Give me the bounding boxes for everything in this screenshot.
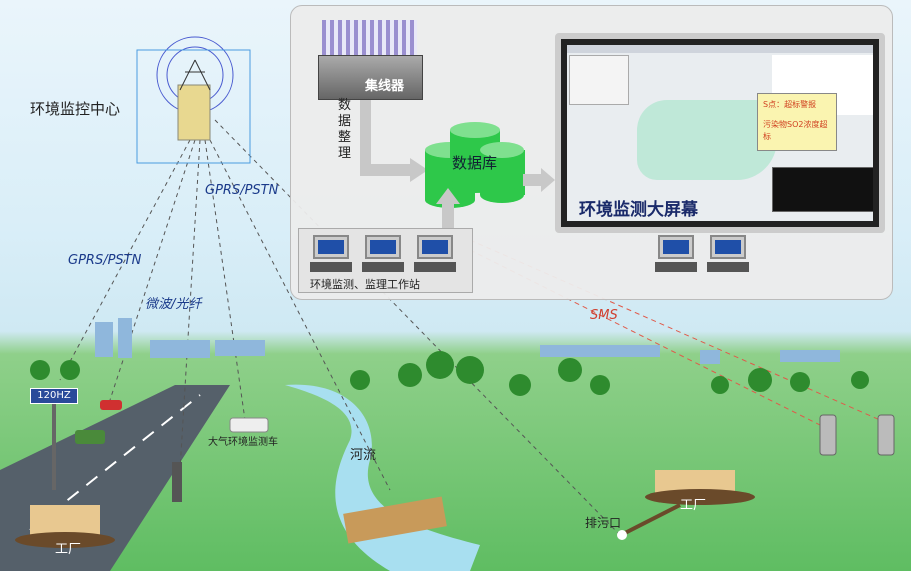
workstation-computer bbox=[362, 235, 404, 273]
monitor-vehicle-label: 大气环境监测车 bbox=[208, 437, 278, 448]
hub-ports bbox=[322, 20, 417, 56]
bridge bbox=[343, 496, 447, 544]
workstation-label: 环境监测、监理工作站 bbox=[310, 278, 420, 291]
center-title: 环境监控中心 bbox=[30, 100, 121, 118]
alert-line: S点：超标警报 bbox=[763, 100, 817, 109]
chimney bbox=[172, 462, 182, 502]
center-frame bbox=[136, 49, 251, 164]
big-screen: S点：超标警报 污染物SO2浓度超标 环境监测大屏幕 bbox=[555, 33, 885, 233]
factory-label: 工厂 bbox=[680, 498, 707, 513]
workstation-computer bbox=[414, 235, 456, 273]
buildings bbox=[95, 318, 840, 364]
link-label-gprs: GPRS/PSTN bbox=[205, 183, 279, 198]
database-icon bbox=[425, 122, 525, 208]
alert-box: S点：超标警报 污染物SO2浓度超标 bbox=[757, 93, 837, 151]
trees bbox=[30, 351, 869, 396]
outlet-label: 排污口 bbox=[585, 516, 622, 530]
minimap bbox=[569, 55, 629, 105]
alert-line: 污染物SO2浓度超标 bbox=[763, 120, 828, 141]
screen-controller-computer bbox=[655, 235, 697, 273]
center-building bbox=[177, 84, 211, 141]
link-label-sms: SMS bbox=[590, 308, 618, 323]
big-screen-display: S点：超标警报 污染物SO2浓度超标 环境监测大屏幕 bbox=[567, 45, 873, 221]
map-region bbox=[637, 100, 777, 180]
database-label: 数据库 bbox=[452, 154, 498, 172]
monitor-vehicle bbox=[229, 417, 269, 433]
river bbox=[285, 384, 480, 571]
data-sorting-label: 数据整理 bbox=[338, 98, 352, 161]
link-label-gprs: GPRS/PSTN bbox=[68, 253, 142, 268]
screen-controller-computer bbox=[707, 235, 749, 273]
sign-pole bbox=[52, 400, 56, 490]
arrow-up bbox=[436, 188, 460, 228]
river-label: 河流 bbox=[350, 448, 377, 463]
trend-charts bbox=[772, 167, 873, 212]
factory-right bbox=[645, 470, 755, 505]
hub-label: 集线器 bbox=[365, 79, 405, 94]
speed-sign: 120HZ bbox=[30, 388, 78, 404]
outlet-pipe bbox=[624, 503, 681, 535]
factory-label: 工厂 bbox=[55, 542, 82, 557]
workstation-computer bbox=[310, 235, 352, 273]
link-label-microwave: 微波/光纤 bbox=[145, 297, 202, 312]
phone bbox=[819, 414, 837, 456]
car bbox=[100, 400, 122, 410]
screen-title: 环境监测大屏幕 bbox=[579, 200, 698, 220]
data-flow-arrow bbox=[360, 100, 428, 182]
hub bbox=[318, 55, 423, 100]
factory-left bbox=[15, 505, 115, 548]
arrow-to-screen bbox=[523, 168, 555, 192]
